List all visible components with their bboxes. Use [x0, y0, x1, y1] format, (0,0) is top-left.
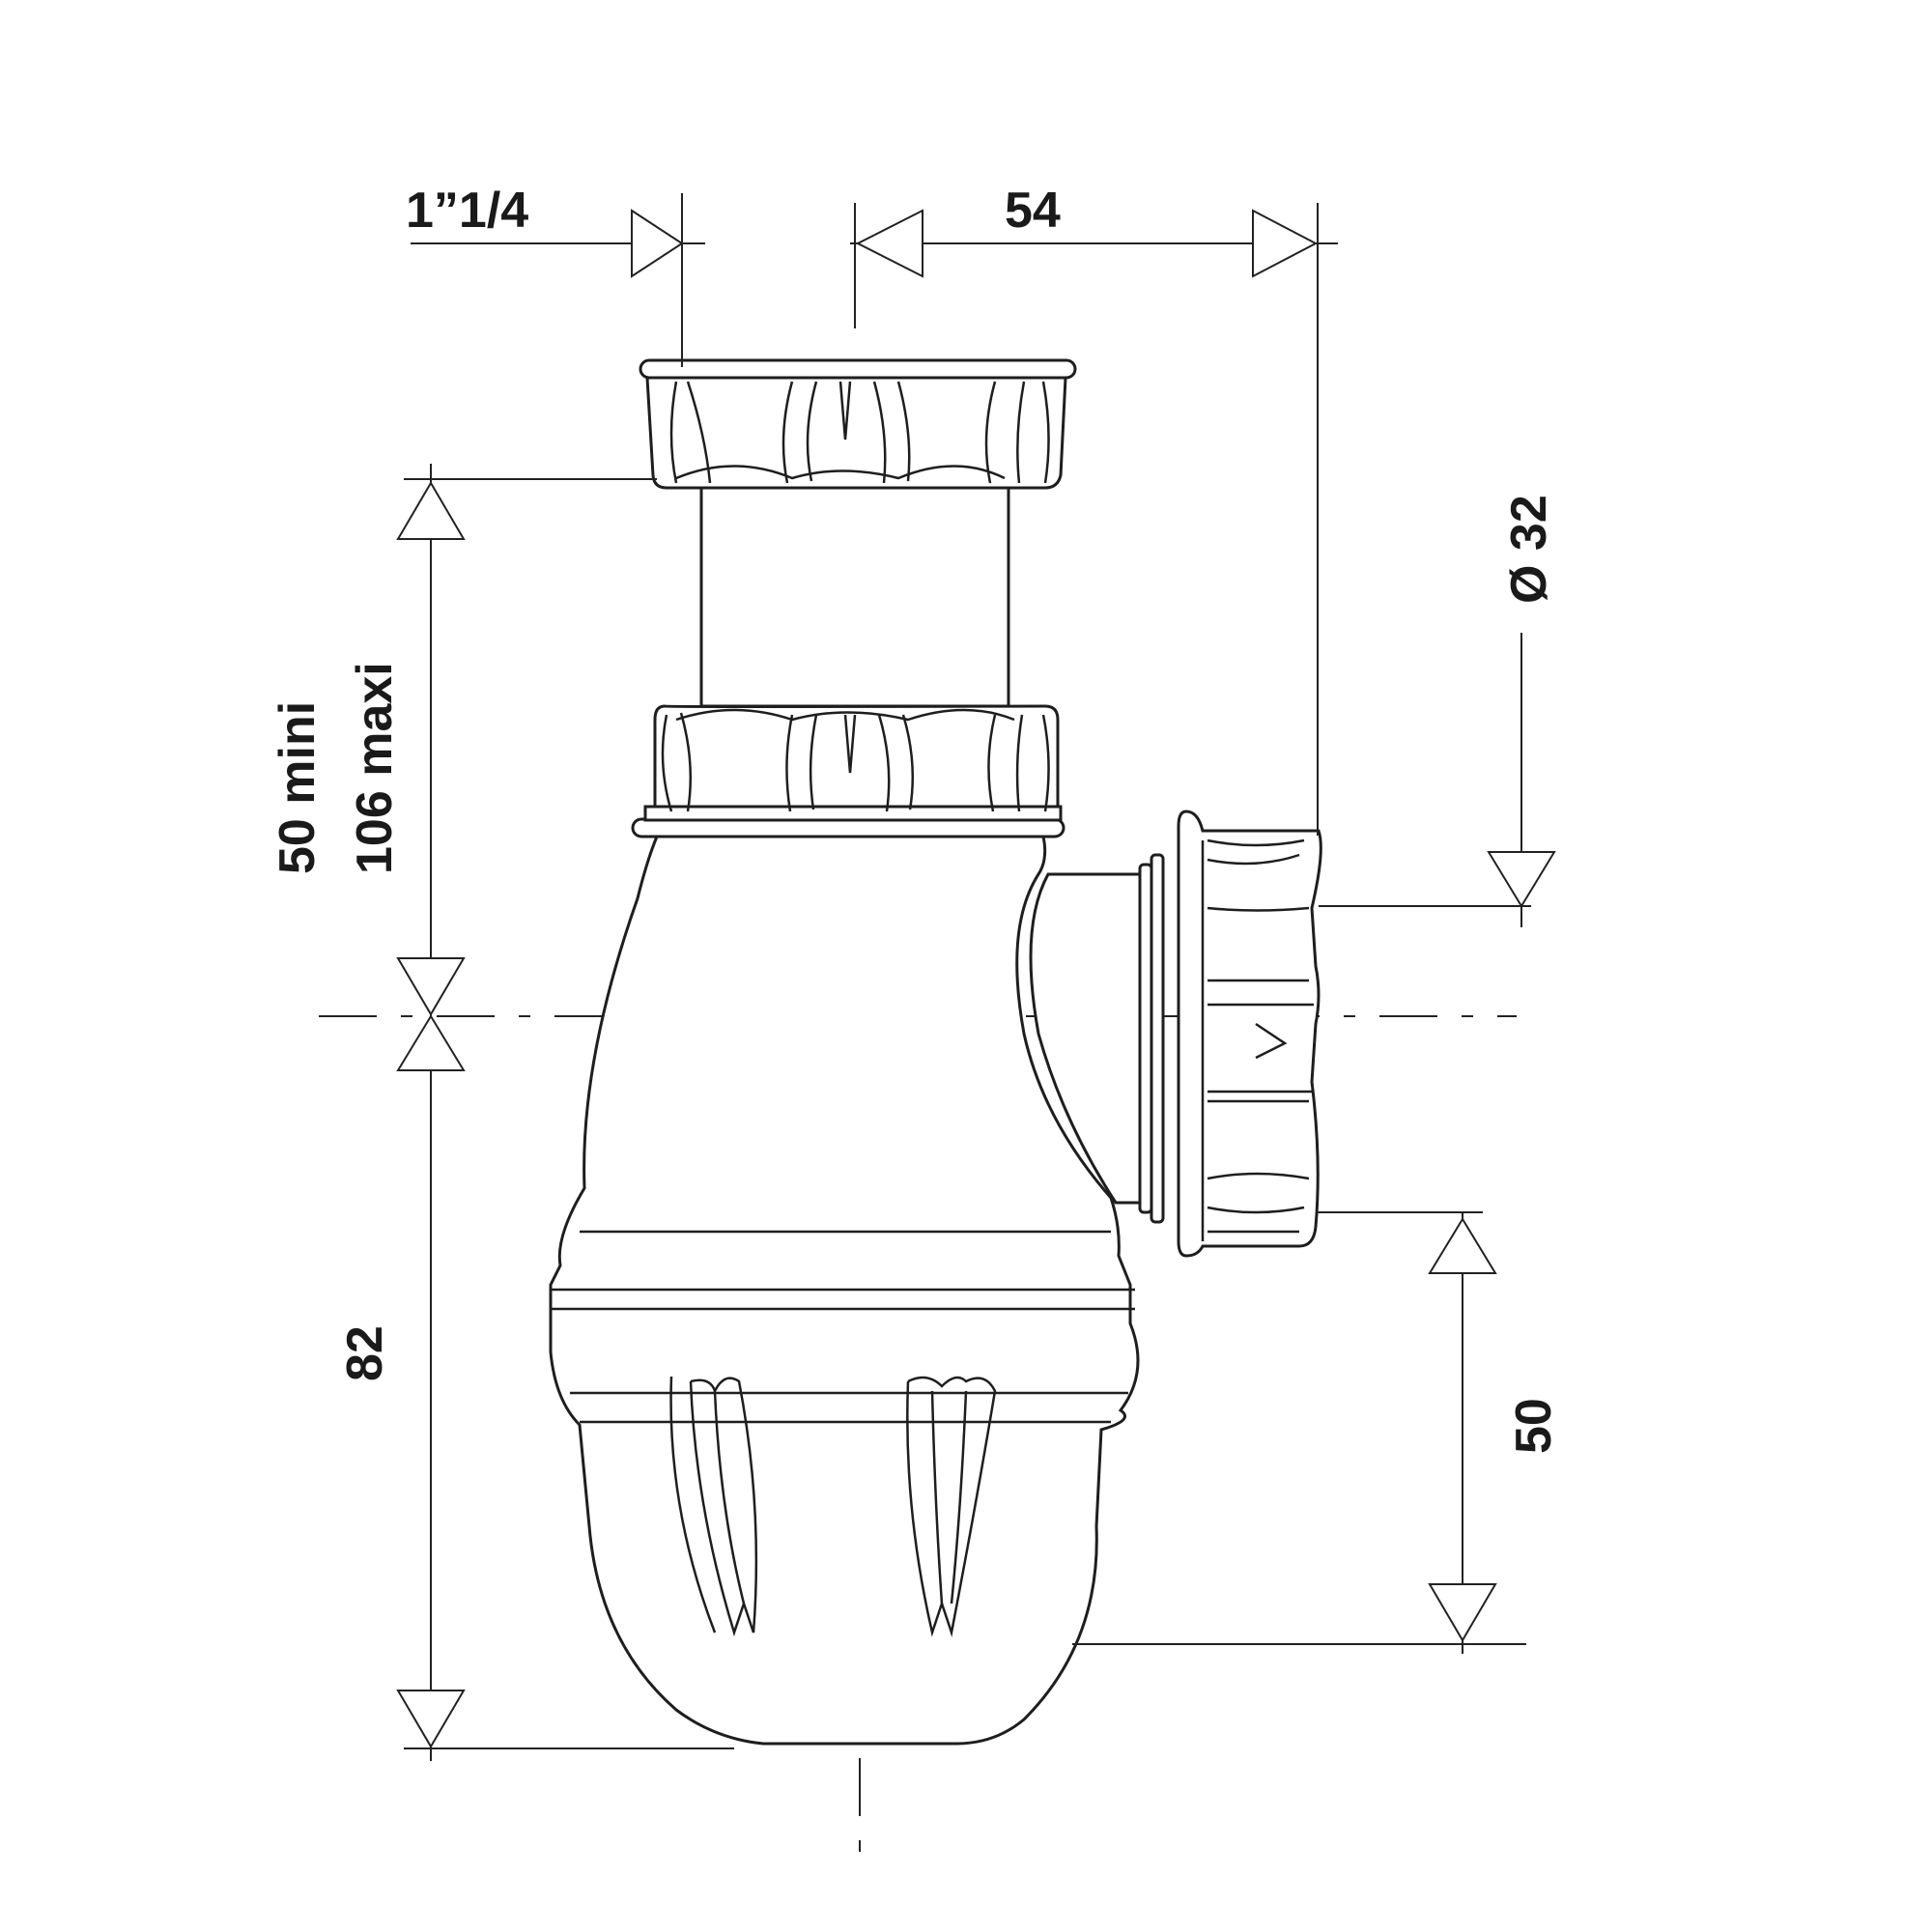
- outlet-nut: [1138, 810, 1322, 1258]
- label-inlet-thread: 1”1/4: [406, 183, 528, 239]
- dim-body-mid-arrow-lower: [396, 1014, 466, 1071]
- dimension-lines: [396, 193, 1556, 1761]
- dim-outlet-bottom-arrow: [1428, 1583, 1497, 1642]
- dim-outlet-top-arrow: [1428, 1217, 1497, 1274]
- label-height-min: 50 mini: [270, 701, 326, 874]
- dim-diameter-arrow: [1487, 851, 1556, 908]
- label-height-max: 106 maxi: [347, 662, 403, 874]
- dimension-labels: 1”1/4 54 Ø 32 50 mini 106 maxi 82 50: [270, 183, 1562, 1454]
- dim-offset-right-arrow: [1252, 209, 1319, 278]
- middle-nut: [631, 704, 1065, 838]
- label-body-height: 82: [337, 1325, 393, 1381]
- bottle-trap: [549, 358, 1322, 1746]
- telescopic-tube: [699, 486, 1010, 708]
- top-nut: [639, 358, 1077, 490]
- label-offset-width: 54: [1005, 183, 1061, 239]
- dim-body-bottom-arrow: [396, 1690, 466, 1748]
- trap-body: [549, 835, 1142, 1746]
- dim-height-mid-arrow-upper: [396, 957, 466, 1016]
- dim-inlet-arrow: [631, 209, 684, 278]
- label-outlet-diameter: Ø 32: [1501, 495, 1557, 604]
- dim-offset-left-arrow: [855, 209, 923, 278]
- label-outlet-to-bottom: 50: [1506, 1398, 1562, 1454]
- dim-height-top-arrow: [396, 481, 466, 540]
